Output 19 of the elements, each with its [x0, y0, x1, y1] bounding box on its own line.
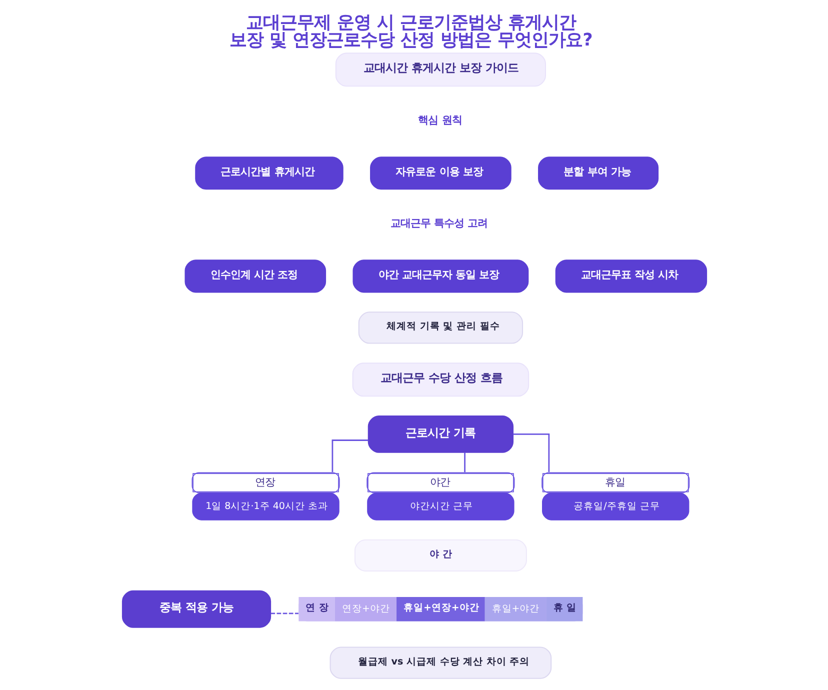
node-box: 월급제 vs 시급제 수당 계산 차이 주의: [329, 646, 552, 679]
connector: [464, 452, 465, 472]
node-box: 중복 적용 가능: [121, 590, 271, 628]
node-box: 교대근무표 작성 시차: [554, 260, 707, 293]
connector: [331, 440, 368, 472]
connector: [512, 434, 550, 472]
node-box: 분할 부여 가능: [538, 156, 658, 190]
label: 핵심 원칙: [418, 114, 462, 126]
node-box: 근로시간 기록: [367, 415, 514, 453]
connector: [270, 612, 298, 614]
node-box: 야간 교대근무자 동일 보장: [352, 260, 528, 293]
node-box: 자유로운 이용 보장: [370, 156, 511, 190]
node-box: 근로시간별 휴게시간: [194, 156, 343, 190]
diagram-title: 교대근무제 운영 시 근로기준법상 휴게시간 보장 및 연장근로수당 산정 방법은 무엇인가요?: [229, 13, 592, 50]
node-box: 교대시간 휴게시간 보장 가이드: [334, 52, 546, 87]
node-box: 체계적 기록 및 관리 필수: [358, 312, 523, 344]
node-box: 인수인계 시간 조정: [184, 260, 326, 293]
label: 교대근무 특수성 고려: [390, 217, 488, 230]
node-box: 교대근무 수당 산정 흐름: [352, 362, 529, 397]
